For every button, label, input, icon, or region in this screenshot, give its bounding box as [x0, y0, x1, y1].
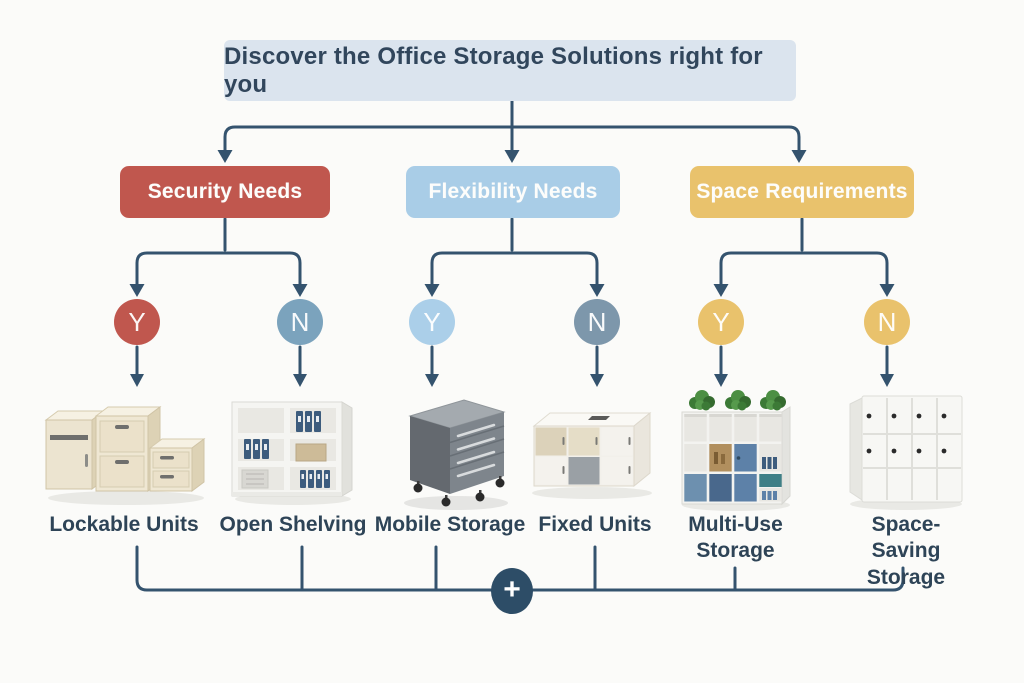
space-yes-circle: Y [698, 299, 744, 345]
security-yes-circle: Y [114, 299, 160, 345]
branch-box-security-needs: Security Needs [120, 166, 330, 218]
space-no-circle: N [864, 299, 910, 345]
result-label-open-shelving: Open Shelving [219, 513, 367, 536]
result-label-fixed-units: Fixed Units [538, 513, 652, 536]
space-saving-storage-icon [849, 395, 963, 510]
security-no-circle: N [277, 299, 323, 345]
flexibility-no-circle: N [574, 299, 620, 345]
flexibility-yes-circle: Y [409, 299, 455, 345]
mobile-storage-icon [404, 399, 508, 510]
fixed-units-icon [532, 411, 652, 499]
multi-use-storage-icon [681, 390, 791, 511]
branch-box-space-requirements: Space Requirements [690, 166, 914, 218]
result-label-lockable-units: Lockable Units [49, 513, 199, 536]
diagram-title: Discover the Office Storage Solutions ri… [224, 40, 796, 101]
lockable-units-illustration [38, 390, 208, 513]
multi-use-storage-illustration [676, 384, 802, 517]
result-label-mobile-storage: Mobile Storage [374, 513, 526, 536]
branch-box-flexibility-needs: Flexibility Needs [406, 166, 620, 218]
fixed-units-illustration [526, 396, 658, 505]
result-label-space-saving-storage: Space-Saving Storage [866, 513, 946, 589]
lockable-units-icon [44, 406, 206, 505]
open-shelving-icon [231, 401, 353, 505]
mobile-storage-illustration [392, 386, 522, 519]
space-saving-storage-illustration [842, 390, 970, 517]
result-label-multi-use-storage: Multi-Use Storage [688, 513, 783, 563]
open-shelving-illustration [226, 394, 360, 511]
combine-plus-badge: + [491, 568, 533, 614]
